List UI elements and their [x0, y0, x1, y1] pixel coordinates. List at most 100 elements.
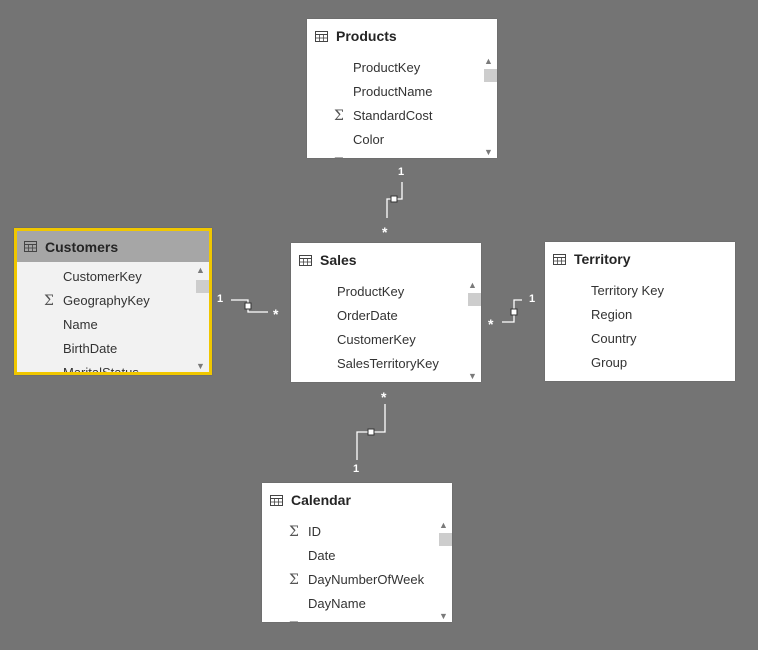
field-row[interactable]: Color — [307, 128, 477, 152]
table-header-customers[interactable]: Customers — [17, 231, 209, 262]
field-name: Group — [591, 355, 628, 370]
field-row[interactable]: Σ GeographyKey — [17, 289, 189, 313]
table-header-territory[interactable]: Territory — [545, 242, 735, 276]
field-name: OrderDate — [337, 308, 398, 323]
field-row[interactable]: CustomerKey — [291, 328, 461, 352]
table-icon — [553, 253, 566, 265]
table-header-sales[interactable]: Sales — [291, 243, 481, 277]
sigma-icon: Σ — [289, 524, 299, 540]
field-row[interactable]: BirthDate — [17, 337, 189, 361]
field-name: Territory Key — [591, 283, 664, 298]
field-row[interactable]: SalesOrderNumber — [291, 376, 461, 382]
field-row[interactable]: OrderDate — [291, 304, 461, 328]
field-name: ID — [308, 524, 321, 539]
scroll-thumb[interactable] — [468, 293, 481, 306]
table-icon — [299, 254, 312, 266]
field-name: GeographyKey — [63, 293, 150, 308]
field-row[interactable]: Territory Key — [545, 279, 715, 303]
field-row[interactable]: Σ ID — [262, 520, 432, 544]
sigma-icon: Σ — [334, 108, 344, 124]
field-row[interactable]: Group — [545, 351, 715, 375]
cardinality-many-calendar: * — [381, 389, 387, 405]
scrollbar[interactable]: ▲▼ — [435, 517, 452, 622]
field-name: Region — [591, 307, 633, 322]
field-list-calendar[interactable]: ΣIDDateΣDayNumberOfWeekDayNameΣDayNumber… — [262, 517, 452, 622]
field-row[interactable]: ProductKey — [291, 280, 461, 304]
scroll-up-icon[interactable]: ▲ — [439, 520, 448, 530]
field-row[interactable]: Σ StandardCost — [307, 104, 477, 128]
field-row[interactable]: Country — [545, 327, 715, 351]
cardinality-many-customers: * — [273, 306, 279, 322]
field-list-products[interactable]: ProductKeyProductNameΣStandardCostColorΣ… — [307, 53, 497, 158]
field-row[interactable]: ProductKey — [307, 56, 477, 80]
scrollbar[interactable]: ▲▼ — [480, 53, 497, 158]
field-name: BirthDate — [63, 341, 118, 356]
table-icon — [315, 30, 328, 42]
scroll-down-icon[interactable]: ▼ — [468, 371, 477, 381]
field-row[interactable]: DayName — [262, 592, 432, 616]
scroll-down-icon[interactable]: ▼ — [439, 611, 448, 621]
scroll-thumb[interactable] — [439, 533, 452, 546]
relationship-calendar-sales[interactable] — [356, 404, 386, 460]
sigma-icon: Σ — [287, 616, 301, 622]
field-row[interactable]: Σ DayNumberOfWeek — [262, 568, 432, 592]
field-row[interactable]: MaritalStatus — [17, 361, 189, 372]
cardinality-many-territory: * — [488, 316, 494, 332]
cardinality-one-territory: 1 — [529, 293, 536, 305]
relationship-customers-sales[interactable] — [231, 299, 268, 313]
scrollbar[interactable]: ▲▼ — [464, 277, 481, 382]
field-name: DayNumberOfWeek — [308, 572, 425, 587]
field-row[interactable]: Date — [262, 544, 432, 568]
scroll-down-icon[interactable]: ▼ — [196, 361, 205, 371]
field-row[interactable]: SalesTerritoryKey — [291, 352, 461, 376]
sigma-icon: Σ — [44, 293, 54, 309]
cardinality-one-products: 1 — [398, 166, 405, 178]
table-header-products[interactable]: Products — [307, 19, 497, 53]
scroll-up-icon[interactable]: ▲ — [196, 265, 205, 275]
scroll-down-icon[interactable]: ▼ — [484, 147, 493, 157]
field-name: MaritalStatus — [63, 361, 139, 372]
field-name: Color — [353, 132, 385, 147]
scroll-up-icon[interactable]: ▲ — [468, 280, 477, 290]
relationship-products-sales[interactable] — [386, 182, 403, 218]
field-row[interactable]: Σ DayNumberOfMonth — [262, 616, 432, 622]
scroll-thumb[interactable] — [196, 280, 209, 293]
field-row[interactable]: Region — [545, 303, 715, 327]
field-name: Name — [63, 317, 98, 332]
table-title: Customers — [45, 238, 119, 255]
scroll-thumb[interactable] — [484, 69, 497, 82]
table-title: Products — [336, 28, 397, 44]
cardinality-one-calendar: 1 — [353, 463, 360, 475]
relationship-territory-sales[interactable] — [502, 299, 522, 323]
field-name: Date — [308, 548, 336, 563]
table-title: Territory — [574, 251, 631, 267]
field-row[interactable]: CustomerKey — [17, 265, 189, 289]
sigma-icon: Σ — [289, 572, 299, 588]
scroll-up-icon[interactable]: ▲ — [484, 56, 493, 66]
field-row[interactable]: ProductName — [307, 80, 477, 104]
field-name: StandardCost — [353, 108, 433, 123]
table-title: Sales — [320, 252, 357, 268]
table-header-calendar[interactable]: Calendar — [262, 483, 452, 517]
field-name: CustomerKey — [337, 332, 416, 347]
scrollbar[interactable]: ▲▼ — [192, 262, 209, 372]
table-icon — [24, 241, 37, 252]
field-name: ListPrice — [353, 152, 403, 158]
field-name: DayName — [308, 596, 366, 611]
field-row[interactable]: ΣListPrice — [307, 152, 477, 158]
field-name: ProductKey — [337, 284, 405, 299]
field-name: ProductName — [353, 84, 433, 99]
field-row[interactable]: Name — [17, 313, 189, 337]
table-card-calendar[interactable]: CalendarΣIDDateΣDayNumberOfWeekDayNameΣD… — [262, 483, 452, 622]
field-name: DayNumberOfMonth — [308, 616, 427, 622]
field-name: SalesTerritoryKey — [337, 356, 439, 371]
